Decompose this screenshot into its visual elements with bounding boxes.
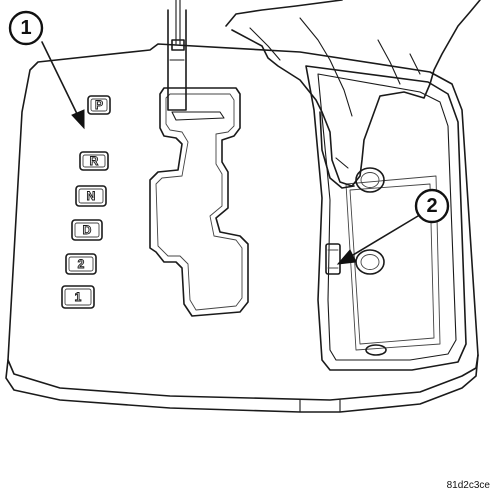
figure-reference-id: 81d2c3ce: [447, 480, 491, 491]
shifter-bezel: [5, 43, 479, 413]
gear-label-R: R: [90, 154, 99, 168]
gear-label-N: N: [87, 189, 96, 203]
gear-indicator-column: P R N D 2 1: [61, 95, 111, 309]
fastener-holes: [355, 167, 387, 356]
shift-gate-channel: [149, 87, 249, 317]
callout-2-label: 2: [426, 195, 437, 217]
gear-indicator-N: N: [75, 185, 107, 207]
callout-1-arrowhead: [71, 109, 85, 130]
gear-label-1: 1: [75, 290, 82, 304]
fastener-hole-bottom: [365, 344, 387, 356]
callout-1: 1: [8, 10, 85, 130]
callout-1-leader: [41, 41, 81, 121]
gear-label-2: 2: [78, 257, 85, 271]
gear-indicator-R: R: [79, 151, 109, 171]
callout-1-circle: [8, 10, 44, 46]
fastener-hole-lower: [355, 249, 385, 275]
gear-indicator-D: D: [71, 219, 103, 241]
gear-indicator-2: 2: [65, 253, 97, 275]
gear-indicator-1: 1: [61, 285, 95, 309]
trim-panel: [305, 65, 467, 371]
technician-hand: [225, 0, 481, 189]
gear-indicator-P: P: [87, 95, 111, 115]
callout-1-label: 1: [20, 17, 31, 39]
retaining-clip: [325, 243, 341, 275]
callout-2: 2: [336, 188, 450, 265]
gear-label-P: P: [95, 98, 103, 112]
gear-label-D: D: [83, 223, 92, 237]
callout-2-leader: [347, 215, 419, 259]
callout-2-arrowhead: [336, 249, 357, 265]
callout-2-circle: [414, 188, 450, 224]
trim-tool: [167, 0, 187, 111]
